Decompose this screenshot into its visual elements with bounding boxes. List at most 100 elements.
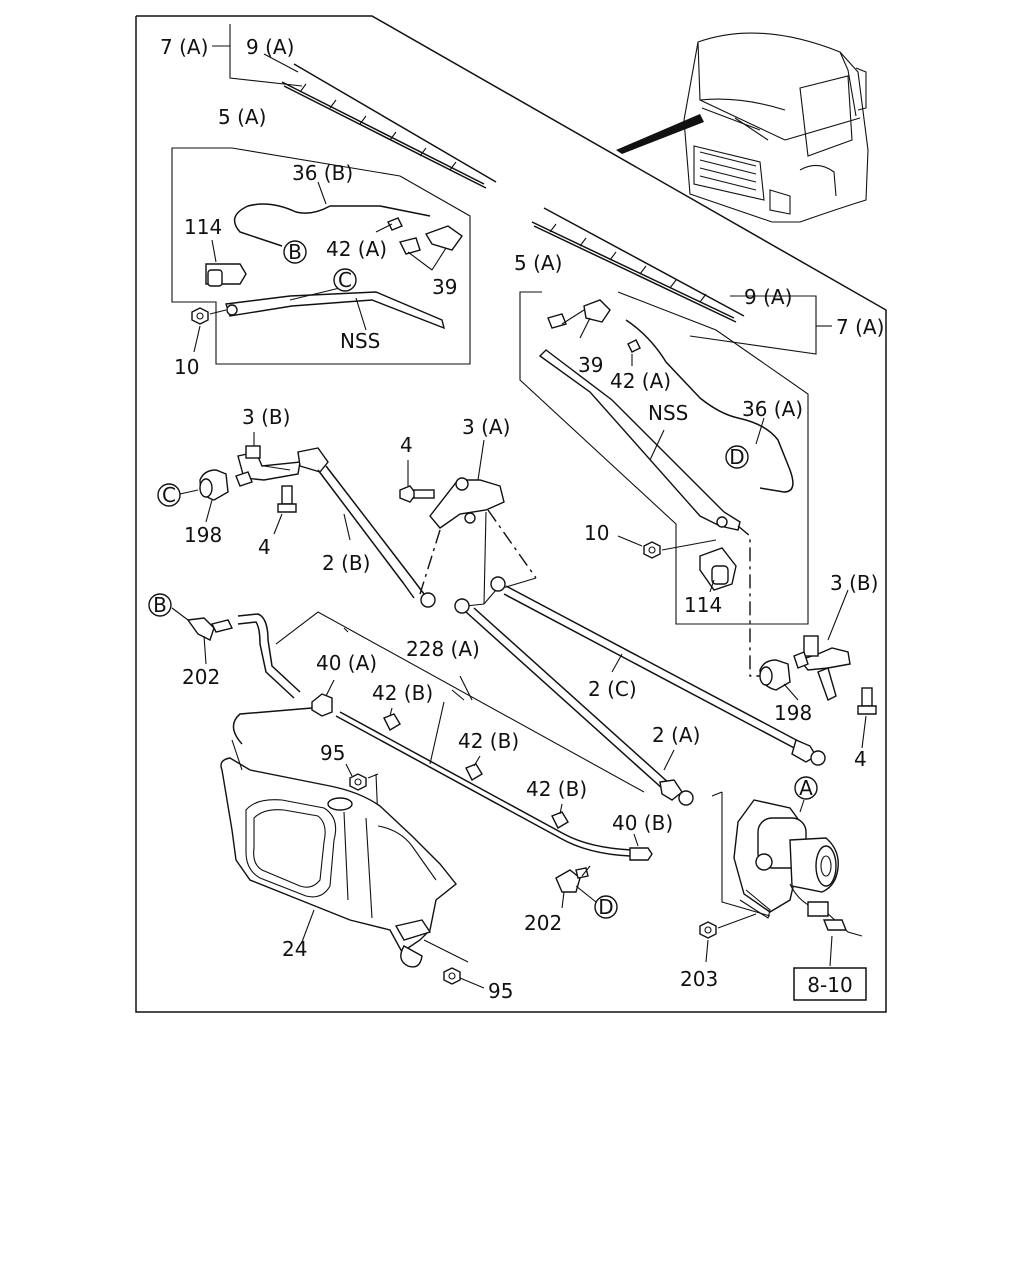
callout-228a: 228 (A) xyxy=(406,637,480,661)
callout-42a-right: 42 (A) xyxy=(610,369,671,393)
callout-nss-left: NSS xyxy=(340,329,380,353)
callout-198-right: 198 xyxy=(774,701,812,725)
bolt-4-center xyxy=(399,460,435,503)
grommet-198-left xyxy=(199,469,229,523)
grommet-198-right xyxy=(759,659,799,701)
bracket-7a-9a-right xyxy=(689,295,817,355)
joint-202-left xyxy=(186,617,234,665)
callout-4-b: 4 xyxy=(258,535,271,559)
subframe-5a-right xyxy=(519,291,809,625)
callout-2a: 2 (A) xyxy=(652,723,700,747)
reference-box xyxy=(793,967,867,1001)
nut-95-upper xyxy=(345,763,367,791)
link-rod-2b xyxy=(297,447,436,608)
callout-4-a: 4 xyxy=(400,433,413,457)
callout-5a-right: 5 (A) xyxy=(514,251,562,275)
callout-42b-3: 42 (B) xyxy=(526,777,587,801)
bolt-4-right xyxy=(857,687,877,749)
nut-203 xyxy=(699,913,757,963)
callout-36a: 36 (A) xyxy=(742,397,803,421)
alignment-line-2 xyxy=(487,509,537,579)
joint-40a xyxy=(311,679,335,717)
callout-5a-left: 5 (A) xyxy=(218,105,266,129)
callout-9a-right: 9 (A) xyxy=(744,285,792,309)
wiper-motor xyxy=(733,799,863,937)
clip-42b-2 xyxy=(465,755,483,781)
callout-2c: 2 (C) xyxy=(588,677,637,701)
washer-tank-24 xyxy=(220,739,457,968)
callout-39-left: 39 xyxy=(432,275,457,299)
pivot-3a-center xyxy=(429,439,505,529)
callout-4-c: 4 xyxy=(854,747,867,771)
clip-42b-1 xyxy=(383,707,401,731)
callout-3b-right: 3 (B) xyxy=(830,571,878,595)
subframe-5a-left xyxy=(171,147,471,365)
callout-114-left: 114 xyxy=(184,215,222,239)
callout-95-upper: 95 xyxy=(320,741,345,765)
nozzle-39-right xyxy=(547,299,611,339)
connector-d-hose: D xyxy=(725,445,749,469)
clip-42a-right xyxy=(627,339,641,366)
svg-text:B: B xyxy=(153,593,167,617)
callout-10-left: 10 xyxy=(174,355,199,379)
callout-114-right: 114 xyxy=(684,593,722,617)
connector-a-motor: A xyxy=(794,776,818,800)
callout-9a-top: 9 (A) xyxy=(246,35,294,59)
callout-3b-left: 3 (B) xyxy=(242,405,290,429)
svg-text:A: A xyxy=(799,776,813,800)
callout-36b: 36 (B) xyxy=(292,161,353,185)
callout-40a: 40 (A) xyxy=(316,651,377,675)
nut-10-left xyxy=(191,307,209,353)
wiper-blade-right xyxy=(531,207,745,323)
callout-nss-right: NSS xyxy=(648,401,688,425)
bolt-4-left xyxy=(273,485,297,535)
nut-95-lower xyxy=(443,967,485,989)
cap-114-left xyxy=(205,239,247,287)
callout-24: 24 xyxy=(282,937,307,961)
alignment-line-3 xyxy=(737,525,762,677)
callout-10-right: 10 xyxy=(584,521,609,545)
svg-text:D: D xyxy=(598,895,613,919)
callout-7a-top: 7 (A) xyxy=(160,35,208,59)
callout-42b-1: 42 (B) xyxy=(372,681,433,705)
callout-2b: 2 (B) xyxy=(322,551,370,575)
nozzle-39-left xyxy=(398,225,463,271)
link-rod-2a xyxy=(454,598,694,806)
connector-b-hose-top: B xyxy=(283,240,307,264)
wiper-blade-left xyxy=(281,63,497,189)
clip-42b-3 xyxy=(551,803,569,829)
svg-text:D: D xyxy=(729,445,744,469)
hose-36a-right xyxy=(625,319,794,493)
pivot-3b-right xyxy=(793,589,851,701)
pivot-3b-left xyxy=(235,432,301,487)
link-rod-2c xyxy=(490,576,826,766)
frame-228a xyxy=(275,611,645,793)
callout-95-lower: 95 xyxy=(488,979,513,1003)
callout-42b-2: 42 (B) xyxy=(458,729,519,753)
cap-114-right xyxy=(699,547,737,593)
callout-3a: 3 (A) xyxy=(462,415,510,439)
reference-box-label: 8-10 xyxy=(807,973,852,997)
washer-hose-long xyxy=(335,715,631,857)
callout-203: 203 xyxy=(680,967,718,991)
callout-39-right: 39 xyxy=(578,353,603,377)
callout-7a-right: 7 (A) xyxy=(836,315,884,339)
callout-202-left: 202 xyxy=(182,665,220,689)
connector-c-pivot: C xyxy=(157,483,181,507)
connector-c-arm: C xyxy=(333,268,357,292)
hose-36b-left xyxy=(233,203,431,247)
hose-left-top xyxy=(237,613,301,693)
outer-frame xyxy=(135,15,887,1013)
svg-text:C: C xyxy=(162,483,176,507)
svg-text:C: C xyxy=(338,268,352,292)
wiper-arm-left xyxy=(225,285,446,330)
connector-d-nozzle: D xyxy=(594,895,618,919)
callout-40b: 40 (B) xyxy=(612,811,673,835)
nut-10-right xyxy=(617,535,717,559)
svg-text:B: B xyxy=(288,240,302,264)
callout-42a-left: 42 (A) xyxy=(326,237,387,261)
alignment-line-1 xyxy=(419,529,441,595)
callout-202-right: 202 xyxy=(524,911,562,935)
joint-202-right xyxy=(555,865,591,909)
